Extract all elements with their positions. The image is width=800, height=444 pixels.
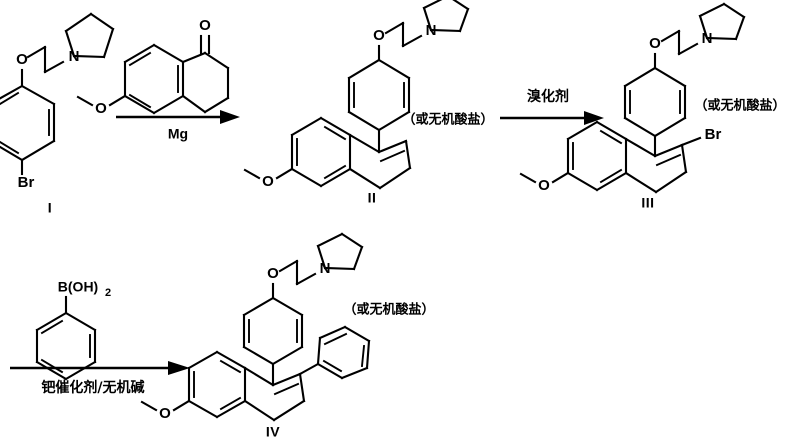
compound-2-salt-note: （或无机酸盐） [402,112,493,128]
structure-compound-3: N O [519,2,786,211]
bond-aryl-to-methoxy-o-4 [172,399,191,412]
dihydronaphthalene-aromatic-ring-3 [566,120,628,192]
structure-compound-4: N O [140,232,435,440]
ethoxy-chain-2 [384,21,423,48]
compound-4-salt-note: （或无机酸盐） [343,302,434,318]
bromine-label-1: Br [18,174,35,191]
reagent-phenylboronic-acid: B(OH) 2 [35,279,111,381]
compound-3-salt-note: （或无机酸盐） [694,98,785,114]
arrow-1-below-label: Mg [168,126,188,142]
bond-methoxy-methyl [76,95,94,107]
phenylene-ring-compound-3 [623,66,687,138]
compound-1-identifier: I [48,200,52,216]
ether-oxygen-label-3: O [649,35,661,52]
phenylboronic-phenyl-ring [35,311,97,381]
cyclohexene-ring-4 [243,366,306,422]
cyclohexene-ring-3 [624,137,688,194]
tetralone-saturated-ring [181,51,230,114]
boronic-acid-formula: B(OH) [58,279,98,295]
phenylene-ring-compound-4 [242,296,304,366]
methoxy-oxygen-label-reagent: O [95,100,107,117]
ether-oxygen-label-1: O [16,51,28,68]
pyrrolidine-ring-4 [316,232,364,271]
reaction-arrow-step-3: 钯催化剂/无机碱 [10,361,190,396]
structure-compound-1: N O Br I [0,12,115,216]
bond-methoxy-methyl-3 [519,172,537,184]
methoxy-oxygen-label-2: O [262,173,274,190]
arrow-3-below-label: 钯催化剂/无机碱 [40,379,144,396]
bond-core-to-phenyl-4 [298,362,320,376]
ethoxy-chain-3 [660,29,699,56]
bond-c-br-3 [680,136,702,147]
compound-4-identifier: IV [266,424,280,440]
bond-aryl-to-methoxy-o-3 [551,171,570,184]
cyclohexene-ring-2 [348,133,412,190]
methoxy-oxygen-label-3: O [538,177,550,194]
dihydronaphthalene-aromatic-ring-4 [187,350,247,419]
nitrogen-label-2: N [426,22,437,39]
dihydronaphthalene-aromatic-ring-2 [290,116,352,188]
reaction-arrow-step-2: 溴化剂 [500,88,604,125]
pyrrolidine-ring-3 [698,2,746,41]
ketone-oxygen-label: O [199,17,211,34]
nitrogen-label-4: N [320,260,331,277]
pendant-phenyl-ring-4 [316,325,371,380]
pyrrolidine-ring-2 [422,0,470,33]
bromine-label-3: Br [705,126,722,143]
phenylene-ring-compound-2 [347,58,411,132]
pyrrolidine-ring-1 [64,12,115,59]
ethoxy-chain-1 [26,45,65,74]
ethoxy-chain-4 [278,259,317,286]
tetralone-aromatic-ring [123,43,185,115]
bond-methoxy-methyl-4 [140,400,158,412]
ether-oxygen-label-2: O [373,27,385,44]
structure-compound-2: N O [243,0,494,206]
nitrogen-label-1: N [69,48,80,65]
bond-aryl-to-methoxy-o-2 [275,167,294,180]
nitrogen-label-3: N [702,30,713,47]
reaction-arrow-step-1: Mg [116,110,240,142]
boronic-acid-formula-subscript: 2 [105,287,111,299]
methoxy-oxygen-label-4: O [159,405,171,422]
ether-oxygen-label-4: O [267,265,279,282]
reagent-tetralone: O O [76,17,230,117]
compound-2-identifier: II [368,190,377,206]
bond-aryl-to-methoxy-o [108,94,127,107]
benzene-ring-compound-1 [0,84,56,162]
bond-methoxy-methyl-2 [243,168,261,180]
arrow-2-above-label: 溴化剂 [527,88,569,105]
compound-3-identifier: III [641,195,654,211]
